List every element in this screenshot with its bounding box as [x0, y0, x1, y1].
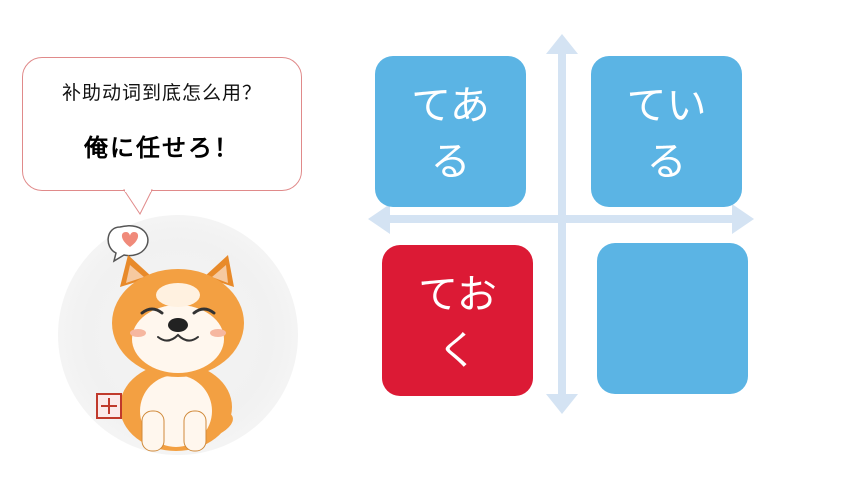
- tile-te-aru: てあ る: [375, 56, 526, 207]
- tile-te-iru: てい る: [591, 56, 742, 207]
- arrow-right-icon: [732, 204, 754, 234]
- speech-question: 补助动词到底怎么用？: [61, 82, 262, 104]
- arrow-down-icon: [546, 394, 578, 414]
- tile-empty: [597, 243, 748, 394]
- tile-te-iru-line1: てい: [626, 83, 707, 129]
- tile-te-aru-line1: てあ: [411, 83, 490, 129]
- tile-te-iru-line2: る: [646, 139, 687, 185]
- speech-answer: 俺に任せろ！: [84, 133, 240, 162]
- speech-bubble: 补助动词到底怎么用？ 俺に任せろ！: [22, 57, 302, 191]
- arrow-up-icon: [546, 34, 578, 54]
- heart-thought-bubble: [107, 225, 149, 263]
- tile-te-aru-line2: る: [430, 139, 471, 185]
- tile-te-oku: てお く: [382, 245, 533, 396]
- horizontal-axis-line: [386, 215, 738, 223]
- tile-te-oku-line1: てお: [418, 272, 497, 318]
- vertical-axis-line: [558, 50, 566, 400]
- tile-te-oku-line2: く: [437, 328, 478, 374]
- shiba-dog-icon: [107, 225, 244, 452]
- seal-stamp-icon: [96, 393, 122, 419]
- arrow-left-icon: [368, 204, 390, 234]
